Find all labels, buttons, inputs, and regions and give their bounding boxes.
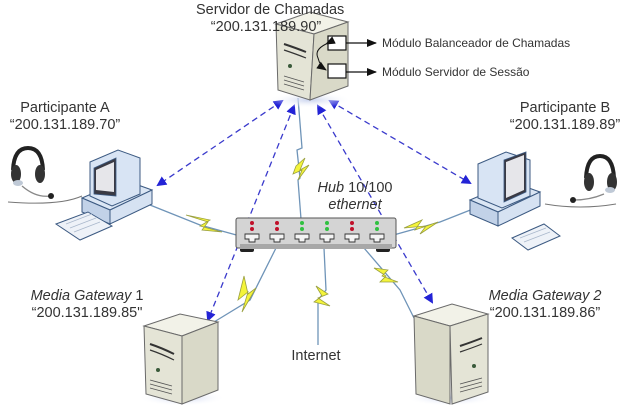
gateway-1-name-italic: Media Gateway	[31, 288, 132, 304]
balancer-module-box[interactable]	[328, 36, 346, 50]
call-server-label: Servidor de Chamadas “200.131.189.90”	[196, 2, 336, 36]
link-hub-internet	[314, 248, 330, 345]
port-led-red	[250, 221, 254, 225]
participant-a-ip: “200.131.189.70”	[0, 117, 130, 134]
hub-name-rest: 10/100	[344, 180, 392, 196]
participant-b-ip: “200.131.189.89”	[500, 117, 630, 134]
gateway-2-label: Media Gateway 2 “200.131.189.86”	[470, 288, 620, 322]
gateway-2-ip: “200.131.189.86”	[470, 305, 620, 322]
port-led-red	[275, 227, 279, 231]
link-server-participant-b	[330, 101, 470, 183]
hub-name-line2: ethernet	[300, 197, 410, 214]
hub-label: Hub 10/100 ethernet	[300, 180, 410, 214]
gateway-1-ip: “200.131.189.85"	[12, 305, 162, 322]
participant-a-label: Participante A “200.131.189.70”	[0, 100, 130, 134]
participant-b-computer[interactable]	[470, 152, 617, 250]
port-led-green	[300, 221, 304, 225]
participant-a-computer[interactable]	[8, 148, 152, 240]
link-server-participant-a	[158, 101, 282, 185]
participant-b-name: Participante B	[500, 100, 630, 117]
media-gateway-1-server[interactable]	[138, 314, 226, 406]
internet-label: Internet	[276, 348, 356, 365]
link-hub-participant-a	[150, 205, 240, 236]
call-server-name: Servidor de Chamadas	[196, 2, 336, 19]
session-module-label: Módulo Servidor de Sessão	[382, 65, 529, 79]
port-led-red	[275, 221, 279, 225]
balancer-module-label: Módulo Balanceador de Chamadas	[382, 36, 570, 50]
port-led-green	[375, 221, 379, 225]
port-led-green	[325, 221, 329, 225]
participant-b-label: Participante B “200.131.189.89”	[500, 100, 630, 134]
port-led-green	[375, 227, 379, 231]
hub-name-italic: Hub	[318, 180, 345, 196]
link-hub-gateway-1	[214, 248, 276, 322]
gateway-1-label: Media Gateway 1 “200.131.189.85"	[12, 288, 162, 322]
port-led-red	[350, 227, 354, 231]
link-hub-gateway-2	[364, 248, 414, 318]
call-server-ip: “200.131.189.90”	[196, 19, 336, 36]
headset-icon	[8, 148, 82, 203]
link-server-gateway-1	[208, 106, 294, 320]
port-led-red	[350, 221, 354, 225]
gateway-1-name-rest: 1	[131, 288, 143, 304]
participant-a-name: Participante A	[0, 100, 130, 117]
ethernet-hub[interactable]	[236, 218, 396, 252]
gateway-2-name-italic: Media Gateway 2	[489, 288, 602, 304]
headset-icon	[545, 156, 617, 207]
port-led-green	[325, 227, 329, 231]
port-led-red	[250, 227, 254, 231]
session-module-box[interactable]	[328, 64, 346, 78]
port-led-green	[300, 227, 304, 231]
